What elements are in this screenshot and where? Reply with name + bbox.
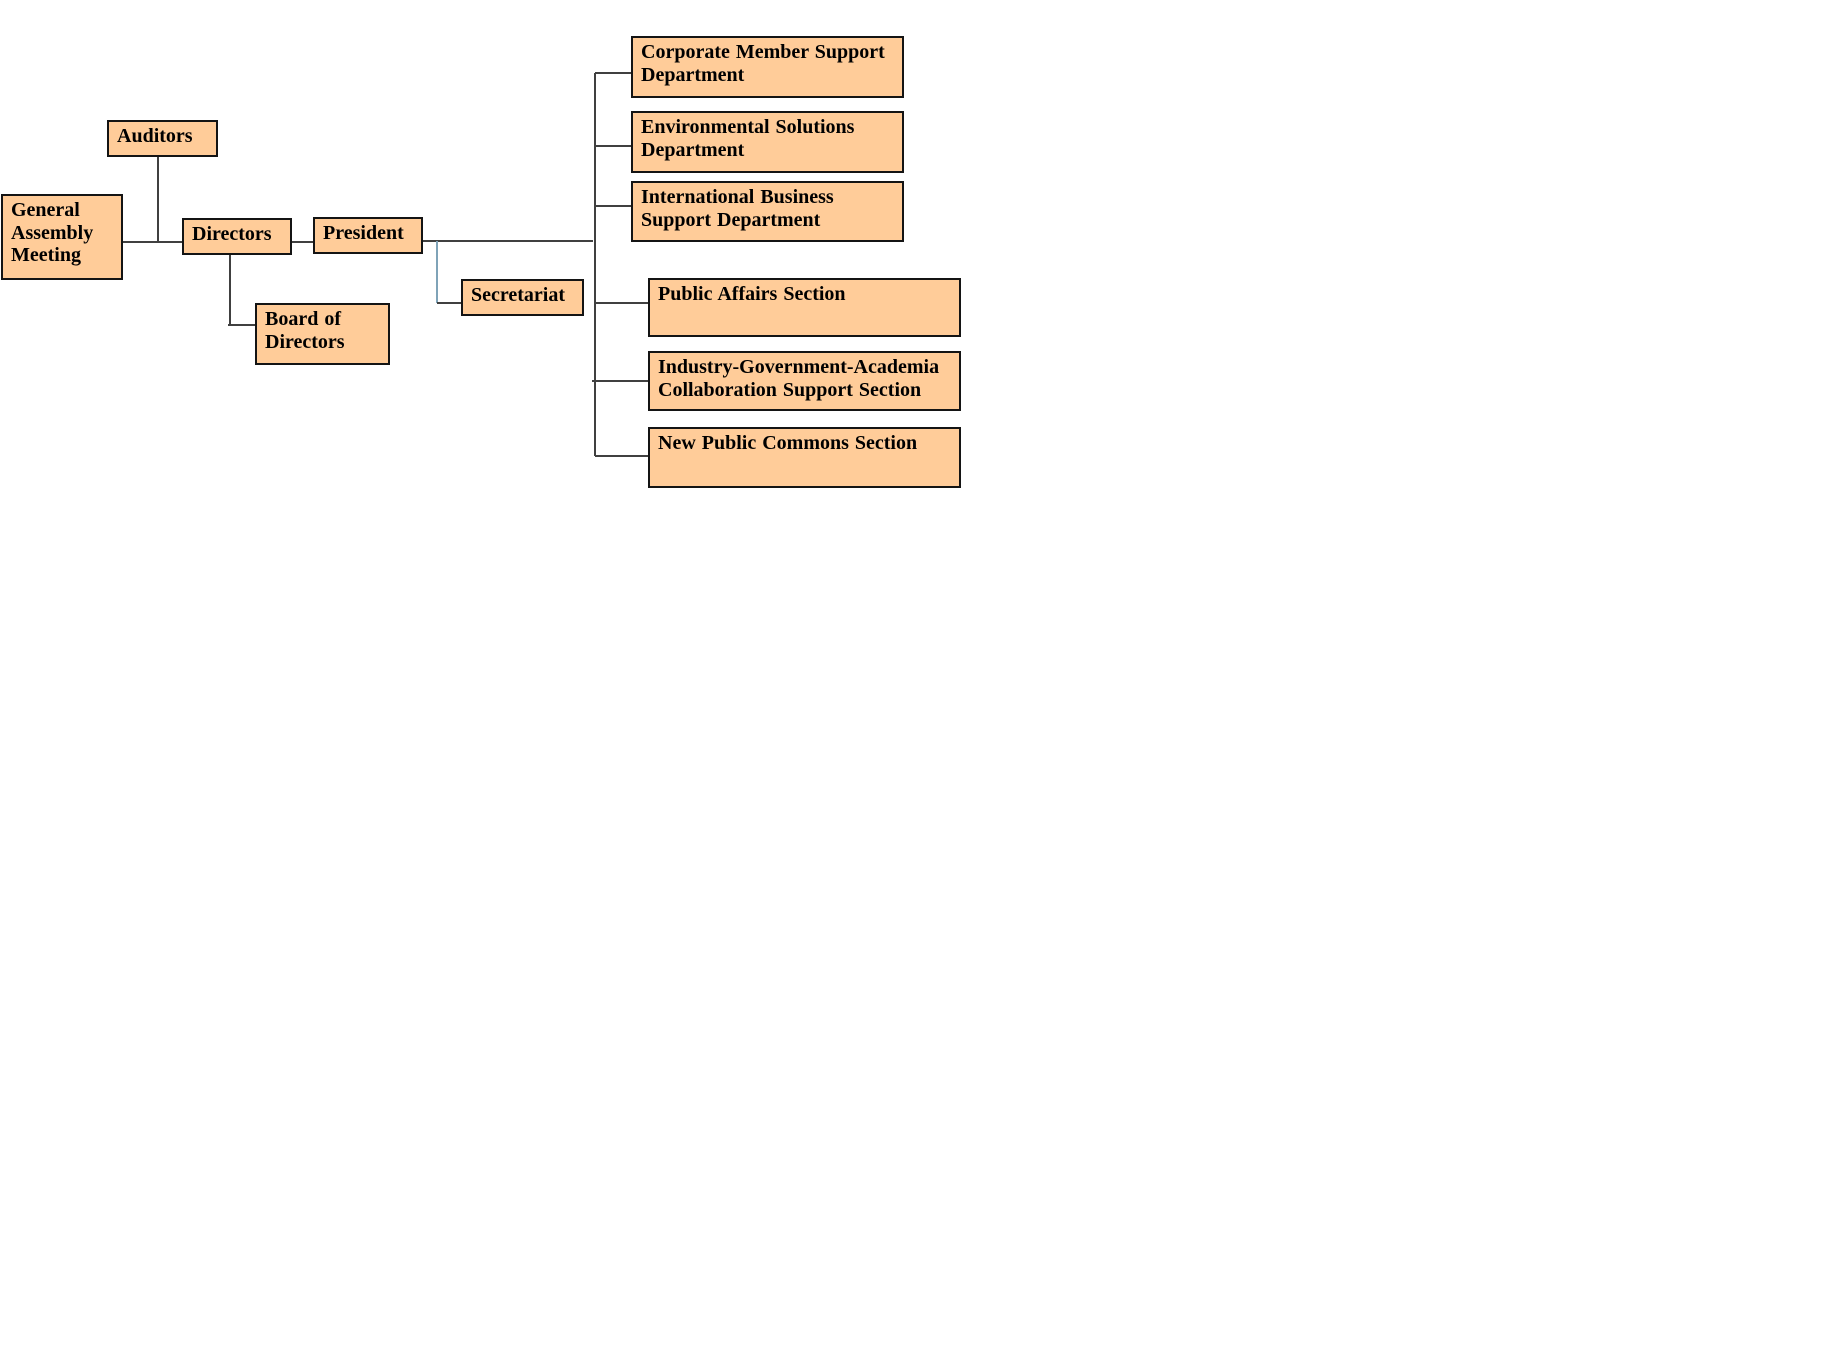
node-section: New Public Commons Section <box>648 427 961 488</box>
node-section: Public Affairs Section <box>648 278 961 337</box>
node-department: Environmental Solutions Department <box>631 111 904 173</box>
node-general-assembly: General Assembly Meeting <box>1 194 123 280</box>
node-auditors: Auditors <box>107 120 218 157</box>
node-directors: Directors <box>182 218 292 255</box>
node-department: International Business Support Departmen… <box>631 181 904 242</box>
node-president: President <box>313 217 423 254</box>
node-department: Corporate Member Support Department <box>631 36 904 98</box>
node-secretariat: Secretariat <box>461 279 584 316</box>
node-section: Industry-Government-Academia Collaborati… <box>648 351 961 411</box>
node-board-of-directors: Board of Directors <box>255 303 390 365</box>
